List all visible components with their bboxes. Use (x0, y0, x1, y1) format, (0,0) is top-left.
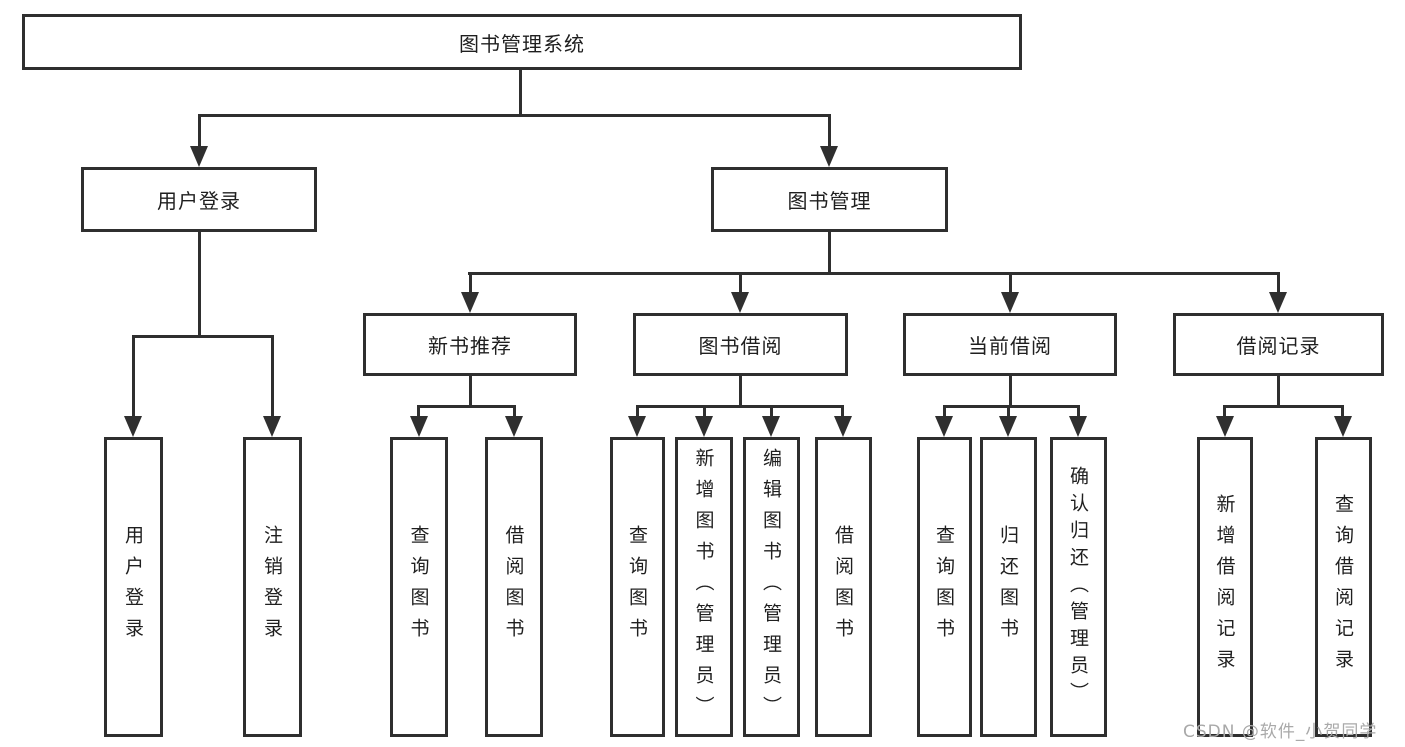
arrow-down-icon (190, 146, 208, 167)
node-book-mgmt: 图书管理 (711, 167, 948, 232)
node-leaf-cb-confirm-return-admin: 确认归还（管理员） (1050, 437, 1107, 737)
node-user-login: 用户登录 (81, 167, 317, 232)
leaf-label: 借阅图书 (832, 525, 854, 649)
node-book-borrow-label: 图书借阅 (698, 334, 783, 358)
node-leaf-bb-edit-books-admin: 编辑图书（管理员） (743, 437, 800, 737)
leaf-label: 注销登录 (261, 525, 283, 649)
arrow-down-icon (695, 416, 713, 437)
connector-cbleaf3-drop (1077, 405, 1080, 417)
arrow-down-icon (628, 416, 646, 437)
node-new-book-rec: 新书推荐 (363, 313, 577, 376)
connector-borrowrecord-stem (1277, 376, 1280, 407)
arrow-down-icon (124, 416, 142, 437)
connector-bbleaf1-drop (636, 405, 639, 417)
connector-bookmgmt-stem (828, 232, 831, 275)
connector-bbleaf3-drop (770, 405, 773, 417)
connector-bookmgmt-drop (828, 114, 831, 148)
connector-nbleaf2-drop (513, 405, 516, 417)
connector-borrowrecord-fork (1223, 405, 1344, 408)
arrow-down-icon (1069, 416, 1087, 437)
node-leaf-bb-borrow-books: 借阅图书 (815, 437, 872, 737)
arrow-down-icon (935, 416, 953, 437)
connector-nbleaf1-drop (417, 405, 420, 417)
connector-bookborrow-drop (739, 272, 742, 294)
arrow-down-icon (1334, 416, 1352, 437)
leaf-label: 新增图书（管理员） (692, 447, 715, 727)
node-root-label: 图书管理系统 (459, 31, 585, 56)
leaf-label: 用户登录 (122, 525, 144, 649)
leaf-label: 归还图书 (997, 525, 1019, 649)
arrow-down-icon (1216, 416, 1234, 437)
node-leaf-br-add-record: 新增借阅记录 (1197, 437, 1253, 737)
arrow-down-icon (1001, 292, 1019, 313)
arrow-down-icon (820, 146, 838, 167)
node-book-borrow: 图书借阅 (633, 313, 848, 376)
arrow-down-icon (999, 416, 1017, 437)
connector-bbleaf2-drop (703, 405, 706, 417)
connector-newbook-fork (417, 405, 516, 408)
connector-userleaf1-drop (132, 335, 135, 417)
arrow-down-icon (505, 416, 523, 437)
connector-userleaf2-drop (271, 335, 274, 417)
leaf-label: 新增借阅记录 (1213, 494, 1236, 680)
connector-userlogin-drop (198, 114, 201, 148)
node-book-mgmt-label: 图书管理 (787, 189, 872, 213)
leaf-label: 编辑图书（管理员） (760, 447, 782, 727)
node-leaf-user-login: 用户登录 (104, 437, 163, 737)
arrow-down-icon (1269, 292, 1287, 313)
node-leaf-logout: 注销登录 (243, 437, 302, 737)
leaf-label: 查询图书 (626, 525, 648, 649)
connector-userlogin-fork (132, 335, 274, 338)
connector-cbleaf1-drop (943, 405, 946, 417)
arrow-down-icon (762, 416, 780, 437)
connector-bookborrow-stem (739, 376, 742, 407)
node-leaf-bb-query-books: 查询图书 (610, 437, 665, 737)
connector-bookmgmt-fork (468, 272, 1279, 275)
node-leaf-cb-return-books: 归还图书 (980, 437, 1037, 737)
connector-root-fork (198, 114, 831, 117)
node-current-borrow-label: 当前借阅 (968, 334, 1052, 358)
node-current-borrow: 当前借阅 (903, 313, 1117, 376)
leaf-label: 查询图书 (933, 525, 955, 649)
connector-root-stem (519, 70, 522, 116)
arrow-down-icon (731, 292, 749, 313)
arrow-down-icon (410, 416, 428, 437)
connector-bbleaf4-drop (841, 405, 844, 417)
connector-brleaf2-drop (1341, 405, 1344, 417)
connector-cbleaf2-drop (1007, 405, 1010, 417)
connector-currentborrow-stem (1009, 376, 1012, 407)
connector-bookborrow-fork (636, 405, 844, 408)
node-leaf-bb-add-books-admin: 新增图书（管理员） (675, 437, 733, 737)
node-root: 图书管理系统 (22, 14, 1022, 70)
node-leaf-nb-borrow-books: 借阅图书 (485, 437, 543, 737)
arrow-down-icon (263, 416, 281, 437)
leaf-label: 查询借阅记录 (1332, 494, 1354, 680)
node-borrow-record: 借阅记录 (1173, 313, 1384, 376)
node-new-book-rec-label: 新书推荐 (428, 334, 512, 358)
node-leaf-cb-query-books: 查询图书 (917, 437, 972, 737)
node-borrow-record-label: 借阅记录 (1236, 334, 1321, 358)
arrow-down-icon (461, 292, 479, 313)
connector-currentborrow-drop (1009, 272, 1012, 294)
leaf-label: 借阅图书 (502, 525, 525, 649)
node-user-login-label: 用户登录 (157, 189, 241, 213)
connector-brleaf1-drop (1223, 405, 1226, 417)
node-leaf-nb-query-books: 查询图书 (390, 437, 448, 737)
leaf-label: 查询图书 (407, 525, 430, 649)
arrow-down-icon (834, 416, 852, 437)
connector-userlogin-stem (198, 232, 201, 338)
watermark: CSDN @软件_小贺同学 (1183, 722, 1378, 742)
connector-newbook-stem (469, 376, 472, 407)
connector-currentborrow-fork (943, 405, 1080, 408)
leaf-label: 确认归还（管理员） (1067, 465, 1089, 709)
connector-borrowrecord-drop (1277, 272, 1280, 294)
connector-newbook-drop (469, 272, 472, 294)
node-leaf-br-query-record: 查询借阅记录 (1315, 437, 1372, 737)
